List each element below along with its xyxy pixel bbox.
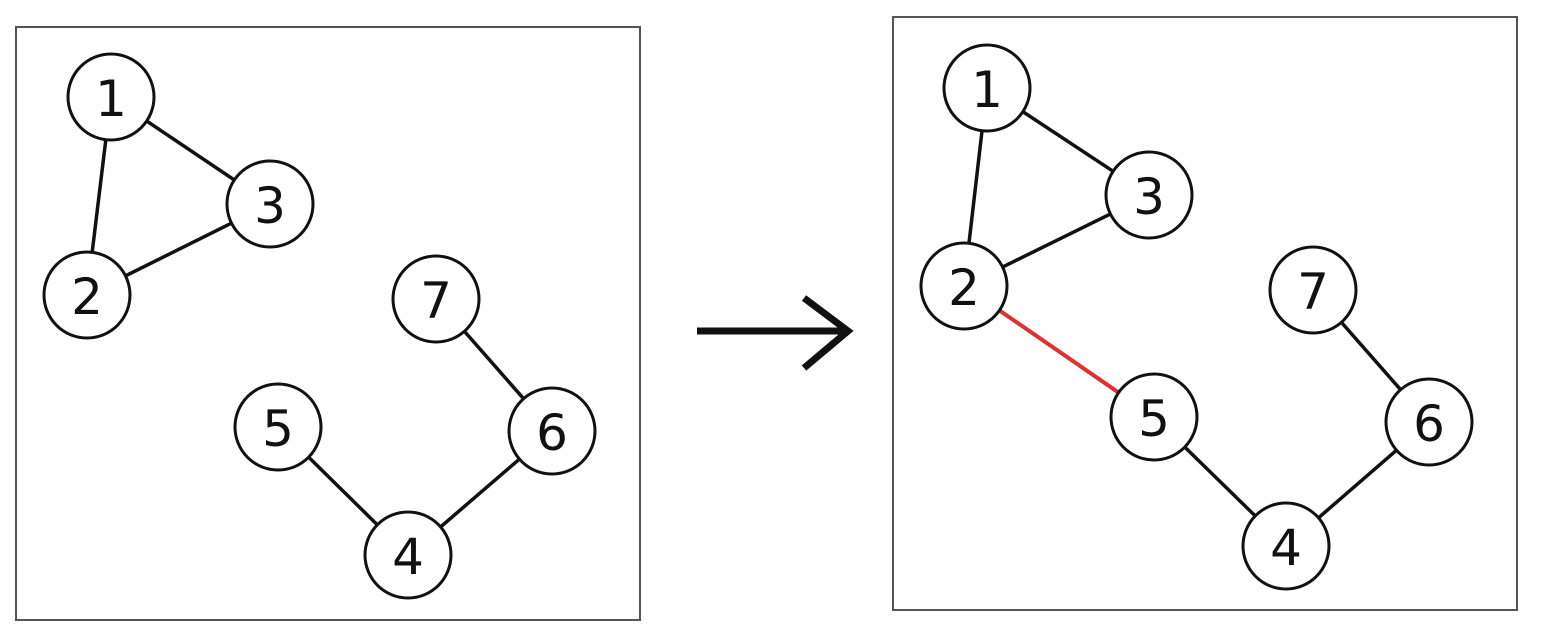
node-circle (1384, 377, 1474, 467)
node-label: 2 (948, 259, 980, 317)
node-1: 1 (66, 52, 156, 142)
node-6: 6 (1384, 377, 1474, 467)
node-label: 4 (392, 528, 424, 586)
node-circle (507, 386, 597, 476)
node-7: 7 (391, 254, 481, 344)
node-label: 3 (1133, 168, 1165, 226)
panel-before-nodes: 1 2 3 4 5 6 7 (42, 52, 597, 600)
node-5: 5 (233, 382, 323, 472)
node-circle (363, 510, 453, 600)
node-label: 1 (971, 61, 1003, 119)
node-label: 7 (420, 272, 452, 330)
node-label: 6 (536, 404, 568, 462)
right-arrow-head (801, 295, 854, 371)
node-circle (66, 52, 156, 142)
node-2: 2 (919, 241, 1009, 331)
panel-after: 1 2 3 4 5 6 7 (892, 16, 1518, 611)
node-circle (1109, 372, 1199, 462)
node-7: 7 (1268, 245, 1358, 335)
node-label: 5 (262, 400, 294, 458)
panel-before: 1 2 3 4 5 6 7 (15, 26, 641, 621)
panel-after-nodes: 1 2 3 4 5 6 7 (919, 43, 1474, 591)
node-3: 3 (1104, 150, 1194, 240)
node-label: 5 (1138, 390, 1170, 448)
node-label: 3 (254, 177, 286, 235)
right-arrow-icon (697, 295, 854, 371)
node-label: 1 (95, 70, 127, 128)
node-2: 2 (42, 250, 132, 340)
node-circle (233, 382, 323, 472)
node-1: 1 (942, 43, 1032, 133)
node-circle (1241, 501, 1331, 591)
node-5: 5 (1109, 372, 1199, 462)
node-label: 7 (1297, 263, 1329, 321)
node-circle (225, 159, 315, 249)
node-circle (1268, 245, 1358, 335)
node-label: 6 (1413, 395, 1445, 453)
node-circle (942, 43, 1032, 133)
node-circle (1104, 150, 1194, 240)
node-3: 3 (225, 159, 315, 249)
node-circle (42, 250, 132, 340)
node-6: 6 (507, 386, 597, 476)
node-4: 4 (363, 510, 453, 600)
node-label: 4 (1270, 519, 1302, 577)
node-circle (919, 241, 1009, 331)
node-circle (391, 254, 481, 344)
node-label: 2 (71, 268, 103, 326)
node-4: 4 (1241, 501, 1331, 591)
